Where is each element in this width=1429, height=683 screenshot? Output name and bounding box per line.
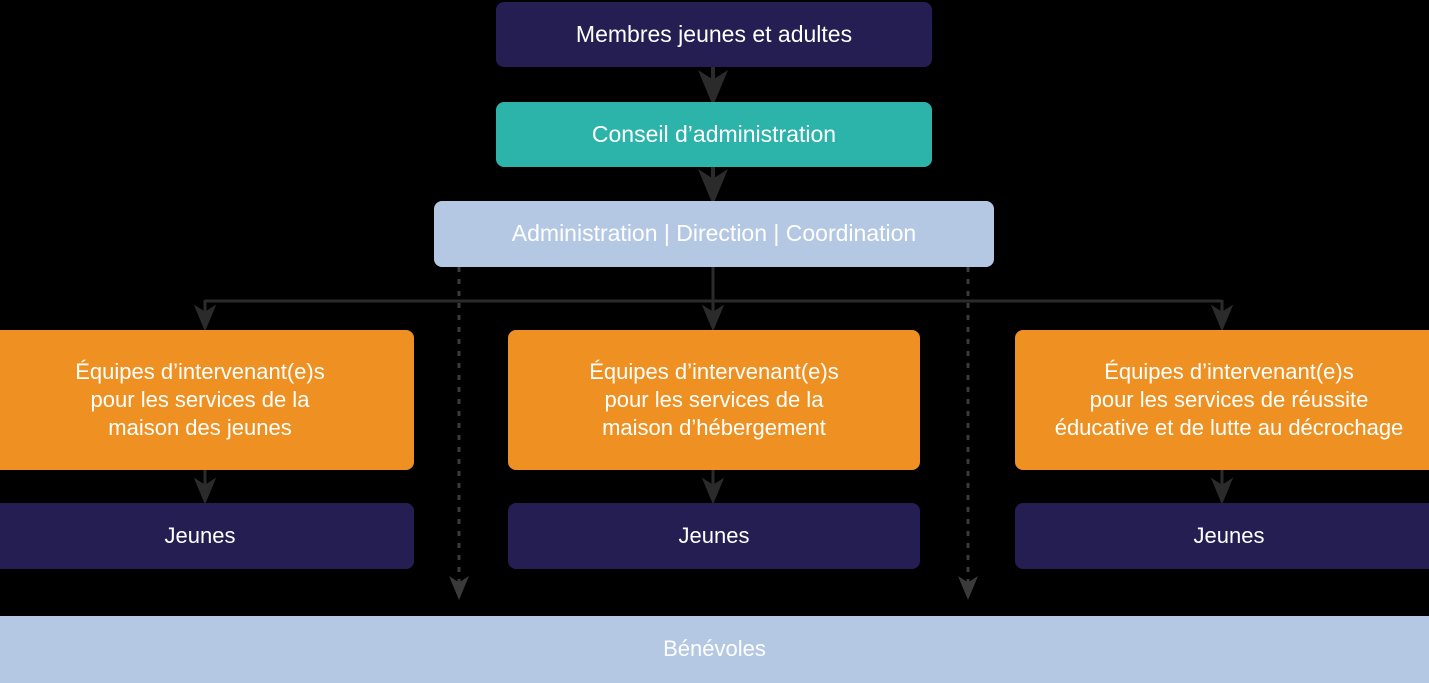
node-label: Jeunes xyxy=(678,522,750,548)
node-membres-jeunes-et-adultes[interactable]: Membres jeunes et adultes xyxy=(496,2,932,67)
node-jeunes-reussite-educative[interactable]: Jeunes xyxy=(1015,503,1429,569)
node-label: Équipes d’intervenant(e)s pour les servi… xyxy=(75,358,325,441)
node-label: Équipes d’intervenant(e)s pour les servi… xyxy=(589,358,839,441)
node-label: Jeunes xyxy=(164,522,236,548)
node-label: Bénévoles xyxy=(663,636,766,662)
node-jeunes-maison-des-jeunes[interactable]: Jeunes xyxy=(0,503,414,569)
node-equipes-maison-hebergement[interactable]: Équipes d’intervenant(e)s pour les servi… xyxy=(508,330,920,470)
node-equipes-reussite-educative[interactable]: Équipes d’intervenant(e)s pour les servi… xyxy=(1015,330,1429,470)
node-equipes-maison-des-jeunes[interactable]: Équipes d’intervenant(e)s pour les servi… xyxy=(0,330,414,470)
node-conseil-administration[interactable]: Conseil d’administration xyxy=(496,102,932,167)
node-administration-direction-coordination[interactable]: Administration | Direction | Coordinatio… xyxy=(434,201,994,267)
node-label: Conseil d’administration xyxy=(591,120,837,147)
node-label: Membres jeunes et adultes xyxy=(575,20,853,47)
node-benevoles[interactable]: Bénévoles xyxy=(0,616,1429,683)
node-label: Jeunes xyxy=(1193,522,1265,548)
node-jeunes-maison-hebergement[interactable]: Jeunes xyxy=(508,503,920,569)
node-label: Administration | Direction | Coordinatio… xyxy=(511,220,917,247)
node-label: Équipes d’intervenant(e)s pour les servi… xyxy=(1054,358,1404,441)
